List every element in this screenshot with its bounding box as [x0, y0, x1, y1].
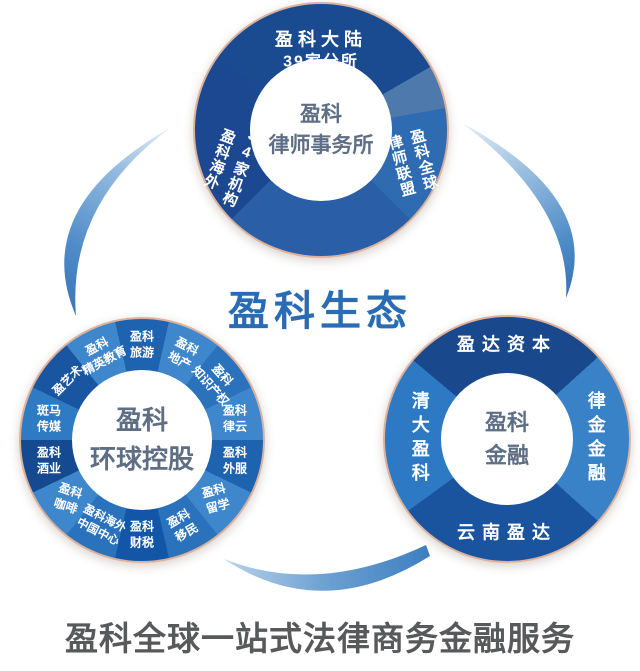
holdings-wheel-center-label: 盈科 环球控股: [89, 405, 194, 474]
holdings-segment-label: 盈科 旅游: [129, 329, 155, 359]
wheel-global-holdings: 盈科 旅游 盈科 地产 盈科 知识产权 盈科 律云 盈科 外服 盈科 留学 盈科…: [19, 317, 265, 563]
finance-wheel-center-label: 盈科 金融: [484, 410, 529, 468]
finance-segment-label-yunnan-yingda: 云南盈达: [457, 522, 557, 543]
ecosystem-title: 盈科生态: [228, 288, 412, 334]
wheel-law-firm: 盈科大陆 39家分所 34家机构 盈科海外 盈科全球 律师联盟 盈科 律师事务所: [193, 2, 449, 258]
wheel-finance: 盈达资本 律金金融 云南盈达 清大盈科 盈科 金融: [383, 315, 631, 563]
holdings-segment-label: 盈科 律云: [222, 403, 248, 433]
connector-arc-bottom: [224, 545, 430, 591]
connector-arc-right: [462, 123, 575, 298]
holdings-segment-label: 盈科 酒业: [36, 445, 62, 475]
finance-segment-label-qingda: 清大盈科: [409, 391, 430, 487]
footer-title: 盈科全球一站式法律商务金融服务: [65, 620, 575, 657]
law-segment-label-mainland: 盈科大陆: [275, 29, 367, 50]
finance-segment-label-yingda-capital: 盈达资本: [457, 334, 557, 355]
law-wheel-center: 盈科 律师事务所: [250, 59, 392, 201]
finance-segment-label-lvjin: 律金金融: [585, 391, 606, 487]
law-wheel-center-label: 盈科 律师事务所: [268, 102, 374, 158]
finance-wheel-center: 盈科 金融: [441, 373, 573, 505]
holdings-segment-label: 斑马 传媒: [36, 403, 62, 433]
holdings-wheel-center: 盈科 环球控股: [72, 370, 212, 510]
holdings-segment-label: 盈科 外服: [222, 445, 248, 475]
holdings-segment-label: 盈科 财税: [129, 519, 155, 549]
